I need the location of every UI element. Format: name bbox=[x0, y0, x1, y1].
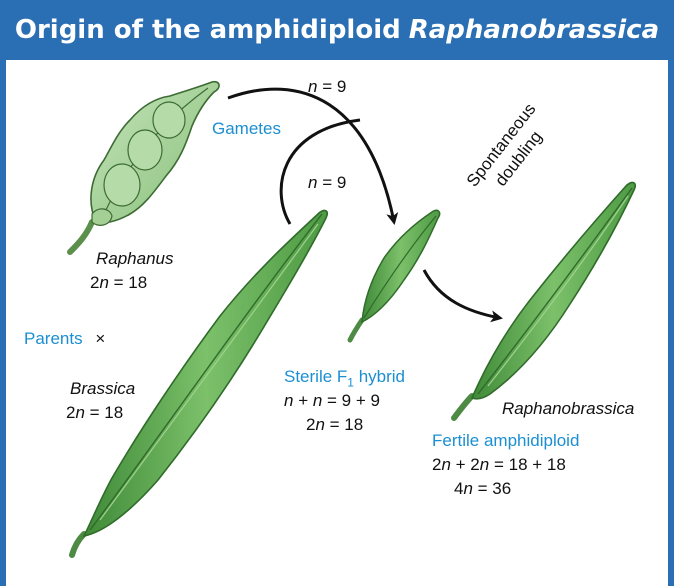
fertile-label: Fertile amphidiploid bbox=[432, 430, 579, 452]
amphidiploid-ploidy: 4n = 36 bbox=[454, 478, 511, 500]
gamete-count-upper: n = 9 bbox=[308, 76, 346, 98]
gamete-count-lower: n = 9 bbox=[308, 172, 346, 194]
hybrid-ploidy: 2n = 18 bbox=[306, 414, 363, 436]
gametes-label: Gametes bbox=[212, 118, 281, 140]
amphidiploid-equation: 2n + 2n = 18 + 18 bbox=[432, 454, 566, 476]
arrow-raphanus-gamete bbox=[228, 89, 394, 222]
raphanobrassica-name: Raphanobrassica bbox=[502, 398, 634, 420]
raphanus-name: Raphanus bbox=[96, 248, 174, 270]
hybrid-equation: n + n = 9 + 9 bbox=[284, 390, 380, 412]
parents-cross-label: Parents × bbox=[24, 328, 105, 350]
arrow-doubling bbox=[424, 270, 500, 318]
raphanus-ploidy: 2n = 18 bbox=[90, 272, 147, 294]
cross-symbol: × bbox=[95, 329, 105, 348]
raphanobrassica-pod-icon bbox=[454, 183, 635, 418]
raphanus-pod-icon bbox=[70, 82, 219, 252]
brassica-name: Brassica bbox=[70, 378, 135, 400]
brassica-ploidy: 2n = 18 bbox=[66, 402, 123, 424]
